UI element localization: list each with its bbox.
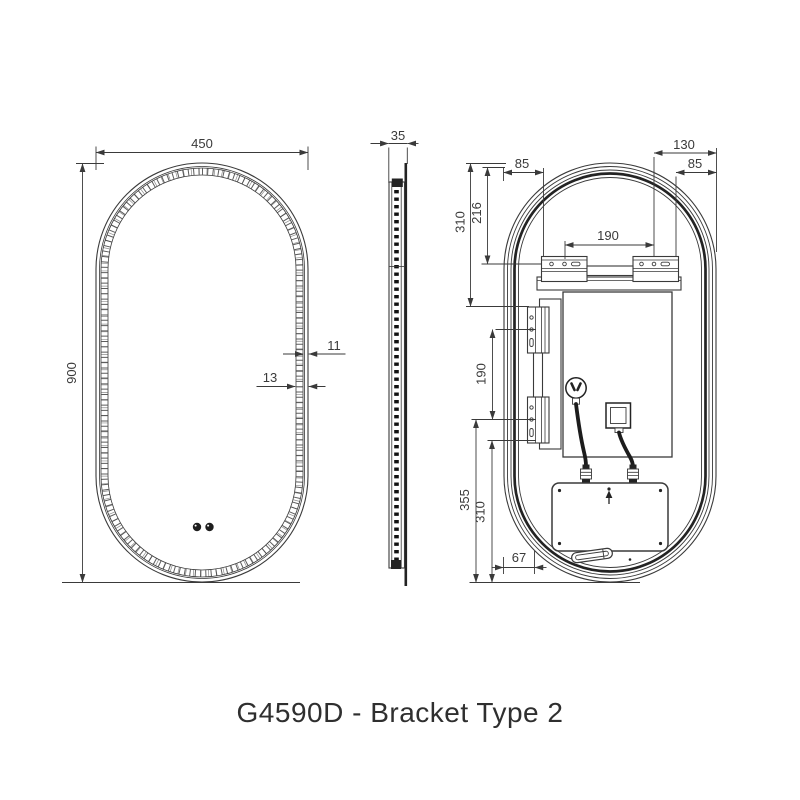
- switch-cable: [617, 430, 635, 469]
- back-dimensions: 130 85 85 216 310 190: [453, 137, 717, 583]
- dim-gland-offset: 67: [512, 550, 526, 565]
- dim-front-height: 900: [64, 362, 79, 384]
- side-bottom-cap: [391, 560, 401, 569]
- driver-box: [551, 482, 669, 552]
- bracket-slot-left: [571, 261, 581, 267]
- side-bracket-assembly: [526, 298, 562, 450]
- switch-box: [605, 402, 635, 469]
- cable-gland: [571, 547, 613, 564]
- dim-top-to-side-bracket: 310: [453, 211, 468, 233]
- back-view: 130 85 85 216 310 190: [453, 137, 717, 583]
- top-bracket-assembly: [536, 255, 682, 291]
- bracket-slot-right: [660, 261, 670, 267]
- front-band-dimension: 13: [256, 370, 326, 390]
- bracket-plate-left: [540, 255, 588, 283]
- cable-connector-left: [580, 464, 592, 483]
- back-outer-frame: [503, 162, 717, 583]
- dim-front-lip: 11: [327, 338, 341, 353]
- dim-side-hole-spacing: 190: [474, 363, 489, 385]
- dim-front-band: 13: [263, 370, 277, 385]
- bracket-plate-right: [632, 255, 680, 283]
- dim-bottom-to-side-bracket: 355: [457, 489, 472, 511]
- dim-edge-margin-left: 85: [515, 156, 529, 171]
- orientation-arrow-icon: [605, 490, 613, 504]
- dim-bracket-to-edge: 130: [673, 137, 695, 152]
- dim-hole-spacing: 190: [597, 228, 619, 243]
- plug-cable: [574, 402, 588, 468]
- dim-side-thickness: 35: [391, 128, 405, 143]
- dim-front-width: 450: [191, 136, 213, 151]
- side-thickness-dimension: 35: [370, 128, 419, 183]
- led-band-outer: [100, 167, 304, 578]
- front-width-dimension: 450: [95, 136, 309, 170]
- bracket-connecting-bar: [586, 265, 634, 277]
- front-outer-frame: [95, 162, 309, 583]
- led-band-inner: [107, 174, 297, 571]
- led-glitter-band: [101, 168, 303, 577]
- side-view: 35: [370, 128, 419, 586]
- back-led-channel: [513, 172, 707, 573]
- drawing-title: G4590D - Bracket Type 2: [236, 697, 564, 728]
- power-plug-icon: [565, 377, 588, 468]
- front-inner-edge: [99, 166, 305, 579]
- side-top-cap: [391, 178, 403, 187]
- cable-connector-right: [627, 464, 639, 483]
- touch-sensor-dots[interactable]: [192, 522, 214, 532]
- dim-edge-margin-right: 85: [688, 156, 702, 171]
- front-view: 450 900 11 13: [62, 136, 346, 583]
- side-frame-body: [388, 181, 406, 569]
- dim-top-to-hole: 216: [469, 202, 484, 224]
- front-lip-dimension: 11: [283, 338, 346, 357]
- dim-bottom-to-side-hole: 310: [473, 501, 488, 523]
- front-height-dimension: 900: [62, 163, 300, 583]
- mirror-glass-edge: [404, 163, 408, 586]
